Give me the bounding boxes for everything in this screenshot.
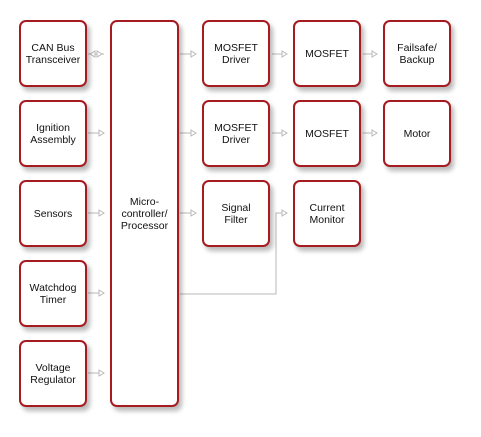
block-microcontroller: Micro- controller/ Processor xyxy=(110,20,179,407)
block-mosfet-1: MOSFET xyxy=(293,20,361,87)
arrowhead-monitor-feedback xyxy=(281,209,288,217)
arrowhead-mosfet1-failsafe xyxy=(371,50,378,58)
block-mosfet-driver-2: MOSFET Driver xyxy=(202,100,270,167)
block-sensors: Sensors xyxy=(19,180,87,247)
block-signal-filter: Signal Filter xyxy=(202,180,270,247)
block-mosfet-2: MOSFET xyxy=(293,100,361,167)
block-motor: Motor xyxy=(383,100,451,167)
block-ignition-assembly: Ignition Assembly xyxy=(19,100,87,167)
arrowhead-mcu-driver1 xyxy=(190,50,197,58)
block-voltage-regulator: Voltage Regulator xyxy=(19,340,87,407)
arrowhead-mcu-driver2 xyxy=(190,129,197,137)
block-watchdog-timer: Watchdog Timer xyxy=(19,260,87,327)
arrowhead-mosfet2-motor xyxy=(371,129,378,137)
arrowhead-sensors xyxy=(98,209,105,217)
block-can-bus-transceiver: CAN Bus Transceiver xyxy=(19,20,87,87)
arrowhead-can-left xyxy=(89,50,96,58)
arrowhead-mcu-filter xyxy=(190,209,197,217)
arrowhead-driver1-mosfet1 xyxy=(281,50,288,58)
arrowhead-ignition xyxy=(98,129,105,137)
arrowhead-can-right xyxy=(96,50,103,58)
arrowhead-voltage xyxy=(98,369,105,377)
arrowhead-driver2-mosfet2 xyxy=(281,129,288,137)
block-failsafe-backup: Failsafe/ Backup xyxy=(383,20,451,87)
block-mosfet-driver-1: MOSFET Driver xyxy=(202,20,270,87)
block-current-monitor: Current Monitor xyxy=(293,180,361,247)
arrowhead-watchdog xyxy=(98,289,105,297)
